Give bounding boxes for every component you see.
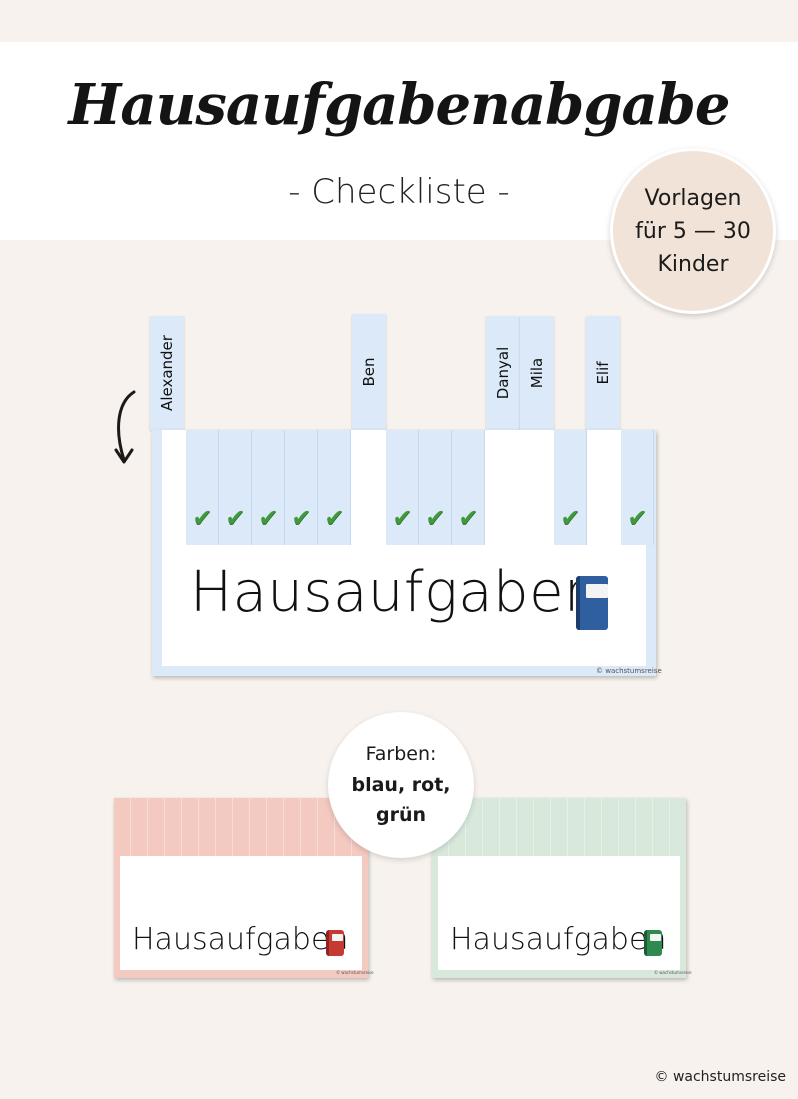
checkmark-icon: ✔	[627, 504, 648, 532]
checkmark-icon: ✔	[192, 504, 213, 532]
page-subtitle: - Checkliste -	[288, 172, 510, 212]
checkmark-icon: ✔	[291, 504, 312, 532]
checkmark-icon: ✔	[560, 504, 581, 532]
colors-heading: Farben:	[365, 743, 437, 766]
name-tab-label: Danyal	[494, 346, 512, 400]
card-stripes	[432, 798, 686, 856]
check-stripe	[285, 430, 318, 545]
card-copyright: © wachstumsreise	[654, 970, 692, 975]
top-band	[0, 0, 798, 42]
footer-copyright: © wachstumsreise	[654, 1069, 787, 1085]
card-white-area	[438, 856, 680, 970]
checkmark-icon: ✔	[425, 504, 446, 532]
page-title: Hausaufgabenabgabe	[68, 72, 730, 138]
templates-badge: Vorlagen für 5 — 30 Kinder	[610, 148, 776, 314]
colors-bubble: Farben: blau, rot, grün	[328, 712, 474, 858]
red-notebook-icon	[326, 930, 344, 956]
name-tab-ben: Ben	[352, 314, 386, 430]
blue-notebook-icon	[576, 576, 608, 630]
name-tab-label: Ben	[360, 357, 378, 387]
name-tab-label: Elif	[594, 361, 612, 385]
check-stripe	[219, 430, 252, 545]
card-stripes	[114, 798, 368, 856]
colors-line-1: blau, rot,	[351, 773, 451, 796]
name-tab-label: Mila	[528, 357, 546, 389]
check-stripe	[419, 430, 452, 545]
name-tab-elif: Elif	[586, 316, 620, 430]
checkmark-icon: ✔	[392, 504, 413, 532]
checkmark-icon: ✔	[258, 504, 279, 532]
name-tab-danyal: Danyal	[486, 316, 520, 430]
badge-line-1: Vorlagen	[644, 185, 742, 211]
checkmark-icon: ✔	[324, 504, 345, 532]
card-copyright: © wachstumsreise	[336, 970, 374, 975]
card-white-area	[120, 856, 362, 970]
homework-label: Hausaufgaben	[190, 560, 601, 625]
name-tab-alexander: Alexander	[150, 316, 184, 430]
card-copyright: © wachstumsreise	[596, 667, 662, 675]
name-tab-mila: Mila	[520, 316, 554, 430]
checkmark-icon: ✔	[458, 504, 479, 532]
checkmark-icon: ✔	[225, 504, 246, 532]
check-stripe	[554, 430, 587, 545]
green-card-label: Hausaufgaben	[450, 922, 667, 957]
green-notebook-icon	[644, 930, 662, 956]
check-stripe	[252, 430, 285, 545]
badge-line-2: für 5 — 30	[635, 218, 751, 244]
check-stripe	[621, 430, 654, 545]
badge-line-3: Kinder	[657, 251, 729, 277]
curved-arrow-icon	[114, 390, 136, 464]
check-stripe	[386, 430, 419, 545]
check-stripe	[452, 430, 485, 545]
name-tab-label: Alexander	[158, 335, 176, 411]
check-stripe	[186, 430, 219, 545]
red-card	[114, 798, 368, 978]
red-card-label: Hausaufgaben	[132, 922, 349, 957]
green-card	[432, 798, 686, 978]
check-stripe	[318, 430, 351, 545]
colors-line-2: grün	[375, 804, 427, 827]
